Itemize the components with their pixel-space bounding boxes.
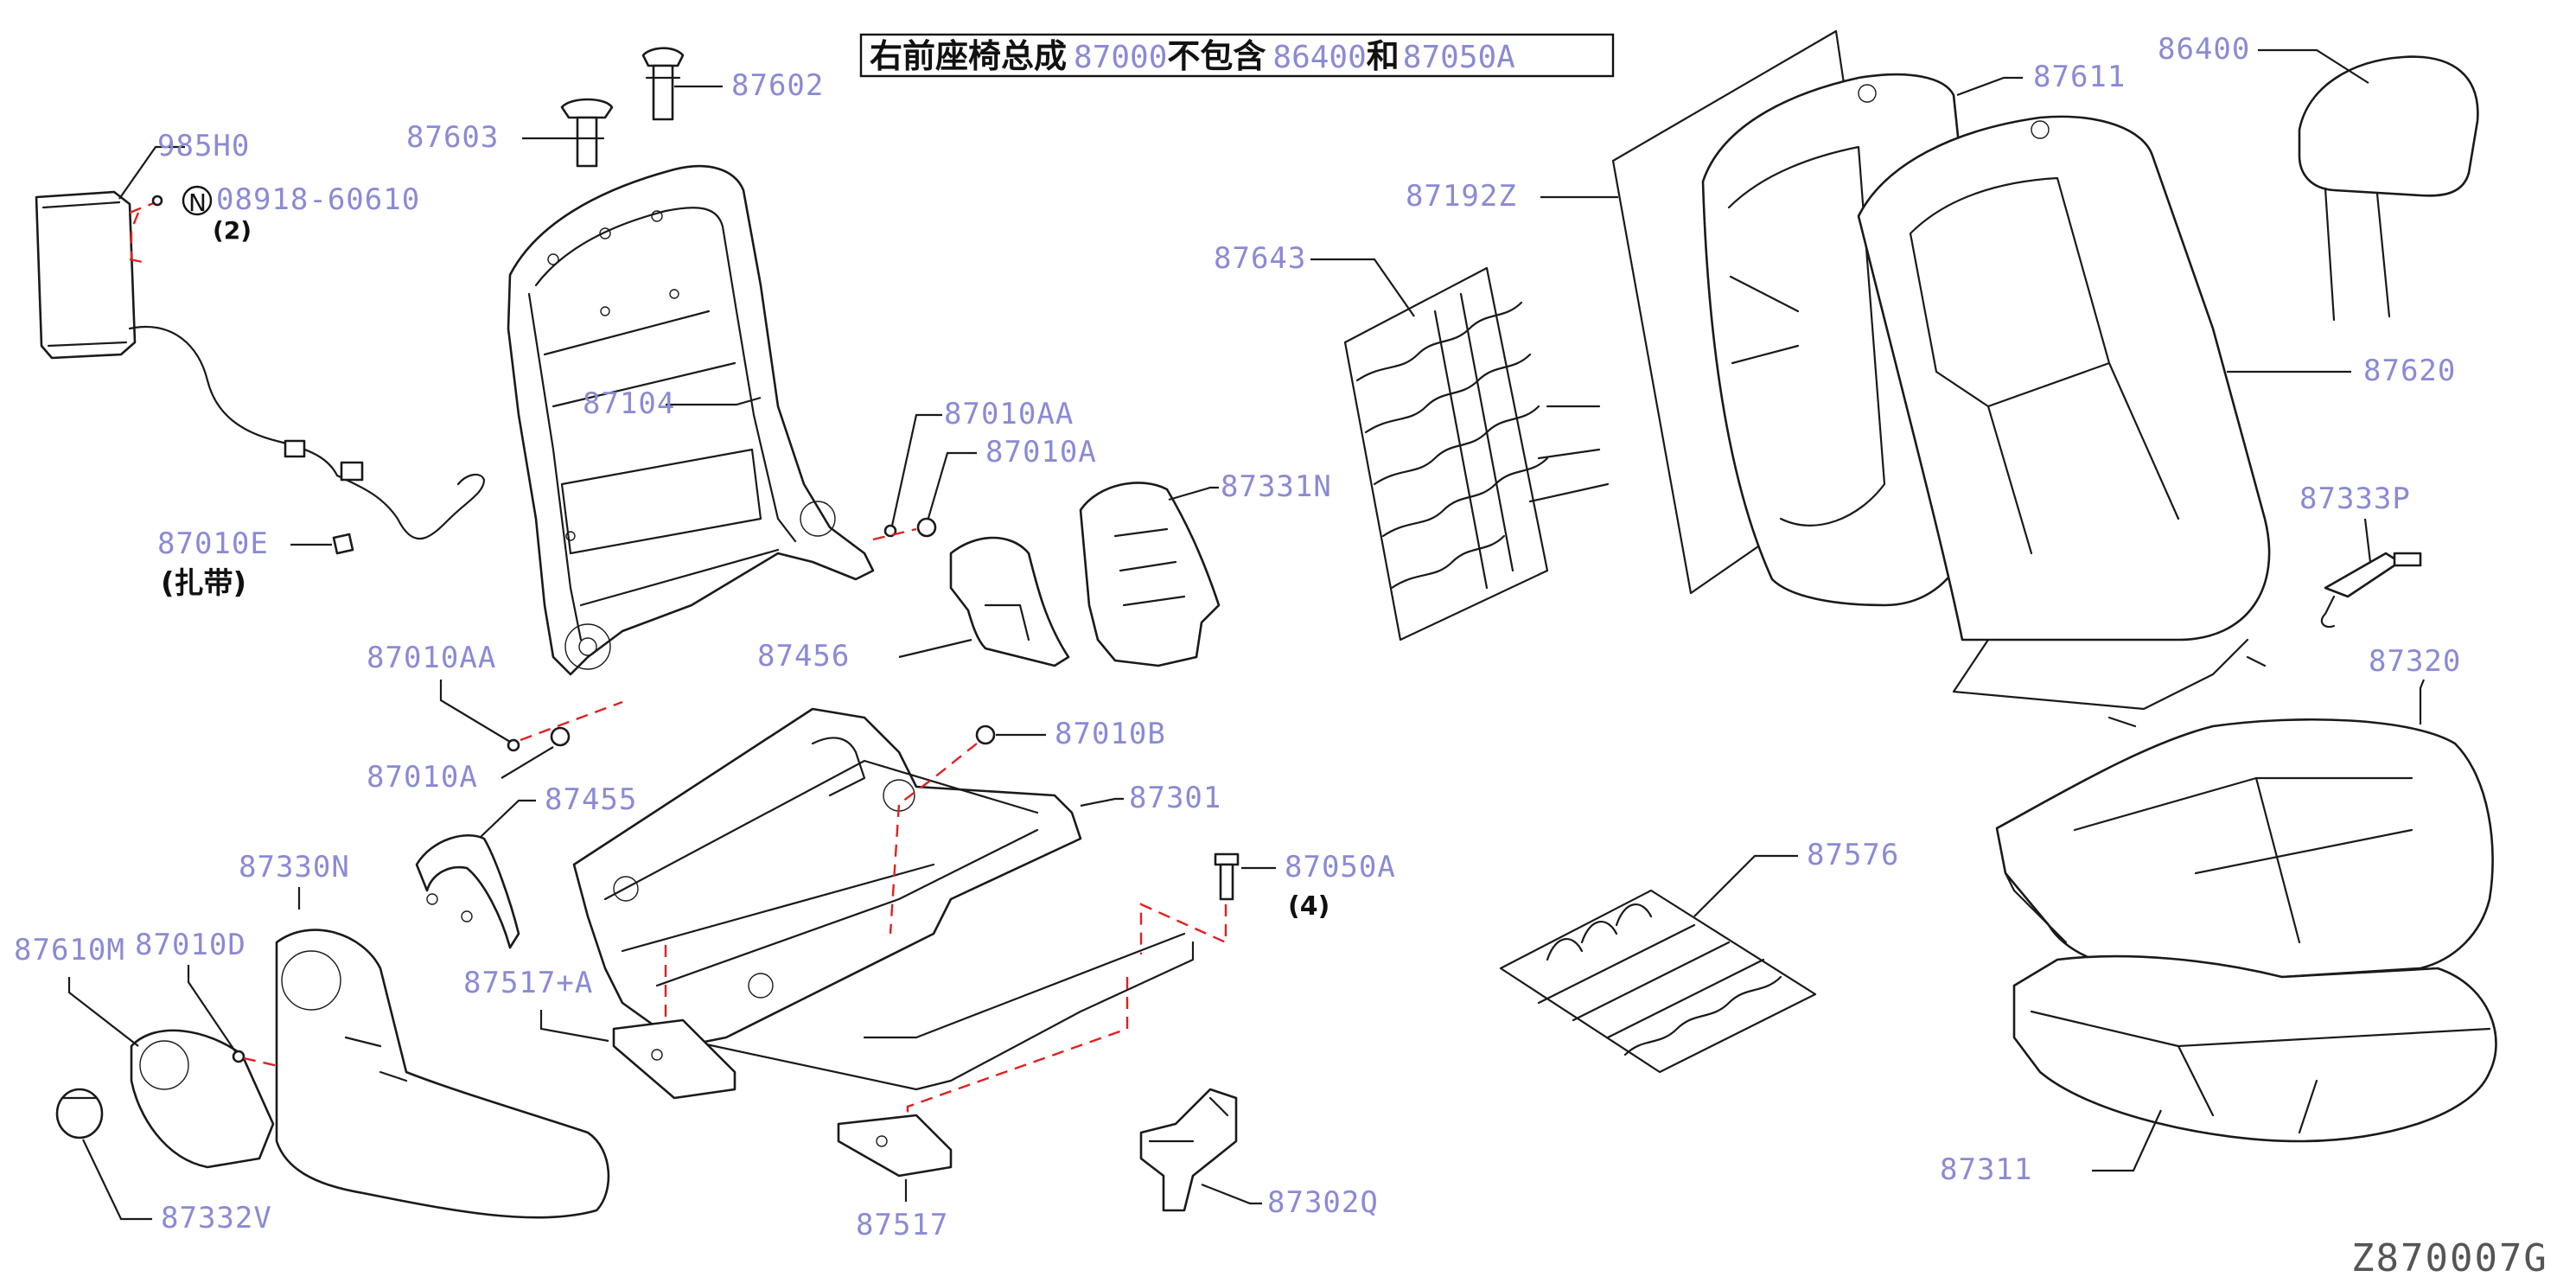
label-87050A: 87050A bbox=[1285, 850, 1396, 884]
label-87010B: 87010B bbox=[1055, 717, 1166, 751]
label-87320: 87320 bbox=[2369, 644, 2461, 679]
label-87332V: 87332V bbox=[161, 1201, 272, 1235]
recliner-cover-87455 bbox=[415, 834, 520, 949]
label-87010A-top: 87010A bbox=[985, 435, 1097, 469]
title-frame bbox=[859, 33, 1615, 78]
cushion-frame-87301 bbox=[572, 707, 1195, 1091]
label-87330N: 87330N bbox=[239, 850, 350, 884]
rail-bracket-87517A bbox=[612, 1018, 736, 1100]
rail-bracket-87517 bbox=[837, 1114, 953, 1178]
headrest-86400 bbox=[2298, 55, 2479, 322]
label-87517: 87517 bbox=[856, 1208, 948, 1242]
label-87620: 87620 bbox=[2363, 354, 2456, 388]
side-cover-87331N bbox=[1079, 482, 1221, 667]
label-08918-60610: 08918-60610 bbox=[216, 182, 420, 217]
label-87010AA-bottom: 87010AA bbox=[367, 641, 496, 675]
label-87611: 87611 bbox=[2033, 60, 2126, 94]
label-87455: 87455 bbox=[545, 782, 637, 817]
back-trim-cover-87620 bbox=[1857, 115, 2271, 728]
seat-back-frame bbox=[507, 164, 875, 676]
label-87010AA-top: 87010AA bbox=[944, 397, 1074, 431]
qty-2: (2) bbox=[213, 216, 252, 245]
n-mark: N bbox=[188, 188, 207, 217]
n-mark-circle bbox=[182, 185, 213, 216]
label-87010A-bottom: 87010A bbox=[367, 760, 478, 795]
label-87643: 87643 bbox=[1214, 241, 1306, 276]
label-87301: 87301 bbox=[1129, 781, 1221, 815]
headrest-guide-87602 bbox=[641, 47, 685, 121]
label-87302Q: 87302Q bbox=[1267, 1185, 1379, 1220]
cushion-pad-87311 bbox=[2012, 954, 2497, 1143]
label-87602: 87602 bbox=[731, 68, 824, 103]
cushion-trim-87320 bbox=[1995, 718, 2494, 980]
label-87010D: 87010D bbox=[135, 928, 246, 962]
label-87104: 87104 bbox=[583, 386, 675, 421]
label-985H0: 985H0 bbox=[157, 129, 250, 163]
cushion-spring-87576 bbox=[1499, 889, 1817, 1074]
headrest-guide-87603 bbox=[560, 98, 614, 168]
label-87010E: 87010E bbox=[157, 527, 269, 561]
spring-mat-87643 bbox=[1343, 266, 1610, 642]
recliner-cover-87456 bbox=[949, 536, 1070, 667]
label-86400: 86400 bbox=[2158, 32, 2250, 67]
label-87192Z: 87192Z bbox=[1406, 179, 1517, 214]
label-87456: 87456 bbox=[757, 639, 850, 673]
recliner-knob-cover-87610M bbox=[130, 1029, 275, 1169]
label-87603: 87603 bbox=[406, 120, 499, 155]
cap-87332V bbox=[55, 1088, 104, 1139]
side-airbag-module bbox=[35, 190, 486, 540]
zip-tie-note: (扎带) bbox=[161, 566, 246, 601]
bracket-87302Q bbox=[1139, 1088, 1238, 1212]
label-87333P: 87333P bbox=[2299, 482, 2411, 516]
side-shield-87330N bbox=[275, 929, 610, 1219]
bolt-87050A bbox=[1214, 852, 1240, 901]
label-87331N: 87331N bbox=[1221, 469, 1332, 504]
label-87610M: 87610M bbox=[14, 933, 125, 967]
qty-4: (4) bbox=[1288, 891, 1329, 922]
drawing-code: Z870007G bbox=[2351, 1236, 2548, 1280]
bracket-87333P bbox=[2320, 552, 2422, 629]
label-87311: 87311 bbox=[1940, 1152, 2032, 1187]
label-87517A: 87517+A bbox=[463, 966, 593, 1000]
label-87576: 87576 bbox=[1807, 838, 1899, 872]
